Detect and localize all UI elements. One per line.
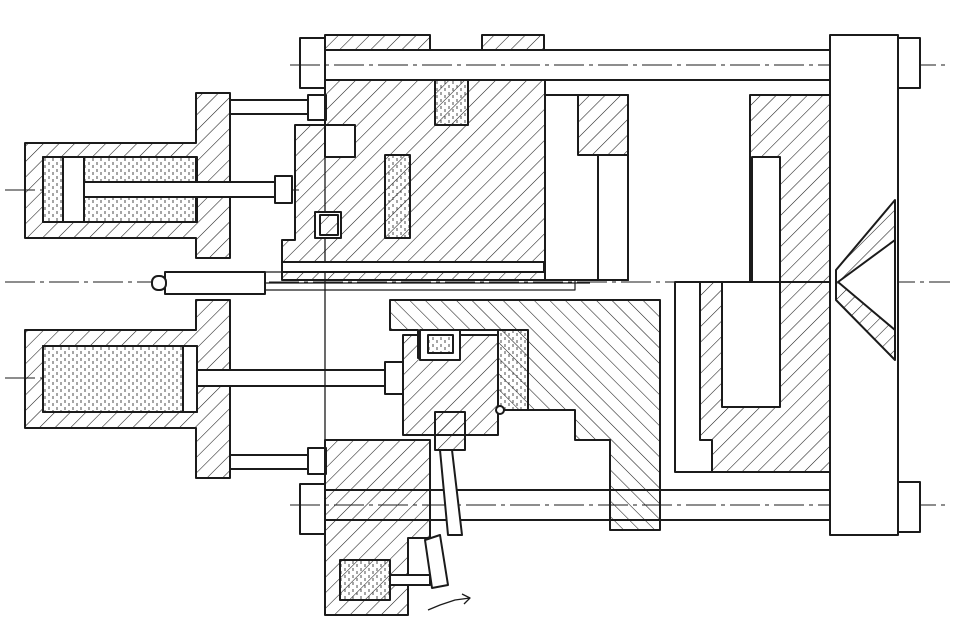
- ejector-pin: [164, 271, 266, 295]
- stationary-mold-half: [749, 94, 831, 283]
- upper-piston-rod: [83, 181, 281, 198]
- lower-piston-rod: [196, 369, 388, 387]
- side-core-slide: [324, 411, 471, 616]
- lower-cylinder: [24, 299, 404, 479]
- upper-piston: [62, 156, 85, 223]
- upper-cylinder: [24, 92, 293, 259]
- lower-piston: [182, 345, 198, 413]
- lower-mold-half: [674, 281, 831, 473]
- fixed-platen: [829, 34, 899, 536]
- upper-mold-half: [544, 94, 629, 281]
- upper-tie-bar: [290, 34, 950, 89]
